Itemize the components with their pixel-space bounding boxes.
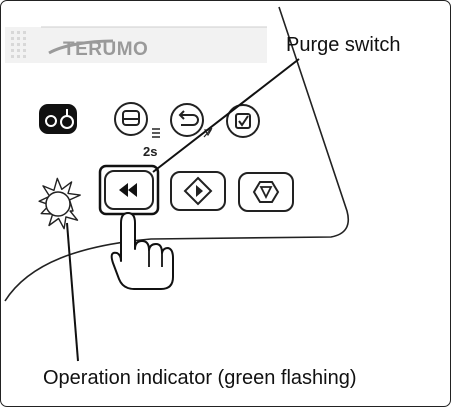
rewind-icon (119, 183, 137, 197)
purge-switch-leader (152, 58, 300, 173)
confirm-button[interactable] (226, 104, 260, 138)
power-button[interactable] (39, 104, 77, 134)
operation-indicator-label: Operation indicator (green flashing) (43, 367, 357, 389)
power-icon (45, 109, 74, 129)
stop-icon (252, 181, 280, 203)
brand-strip (5, 26, 267, 63)
confirm-icon (235, 113, 251, 129)
stop-button[interactable] (238, 172, 294, 212)
hold-time-label: 2s (143, 144, 157, 159)
logo-text: TERUMO (63, 39, 148, 60)
back-button[interactable] (170, 103, 213, 138)
terumo-logo: TERUMO (48, 39, 148, 60)
purge-button[interactable] (104, 170, 154, 210)
menu-lines-icon (152, 128, 160, 138)
indicator-light-icon (38, 177, 81, 230)
purge-switch-label: Purge switch (286, 34, 401, 56)
display-button[interactable] (114, 102, 160, 138)
start-button[interactable] (170, 171, 226, 211)
start-icon (183, 176, 213, 206)
hand-pointer-icon (110, 212, 174, 290)
back-icon (178, 110, 199, 126)
operation-indicator-leader (66, 222, 79, 362)
device-housing (4, 6, 350, 302)
display-icon (122, 110, 140, 126)
